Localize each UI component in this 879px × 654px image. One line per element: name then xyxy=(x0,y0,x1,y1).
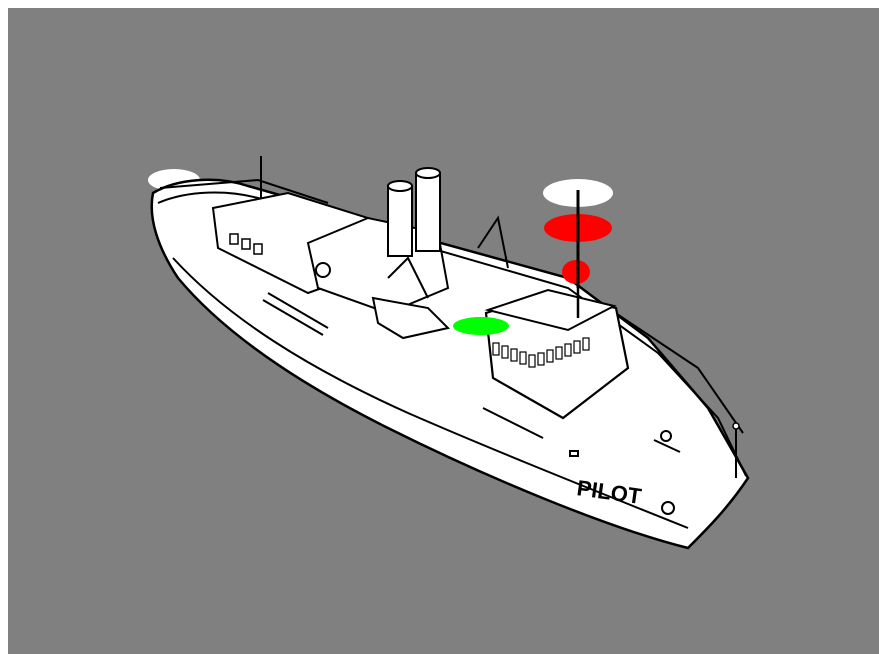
sidelight-green xyxy=(453,317,509,335)
lifebuoy xyxy=(316,263,330,277)
all-round-light-red-lower xyxy=(562,260,590,284)
pilot-vessel-illustration: PILOT xyxy=(8,8,879,654)
bow-jackstaff-top xyxy=(733,423,739,429)
scene-canvas: PILOT xyxy=(8,8,879,654)
